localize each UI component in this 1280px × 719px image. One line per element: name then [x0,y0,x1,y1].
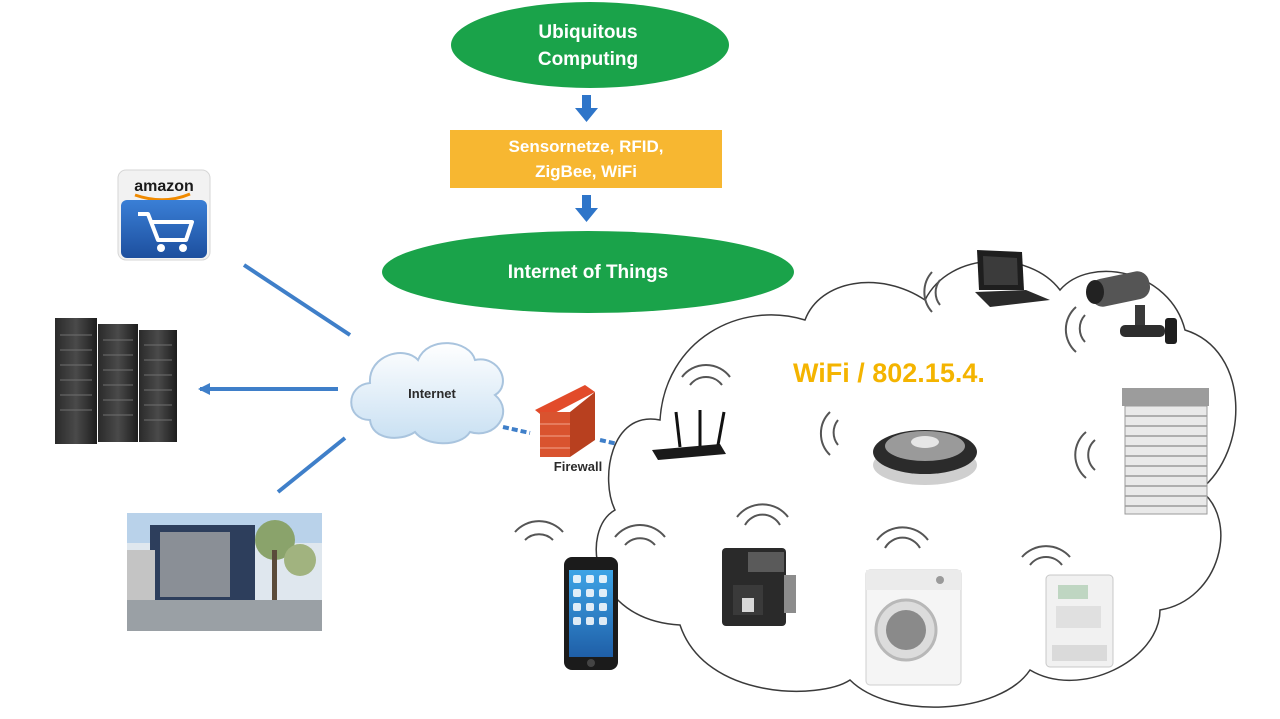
coffee-machine-icon [722,548,796,626]
sensors-line1: Sensornetze, RFID, [509,137,664,156]
smart-meter-icon [1045,574,1114,668]
laptop-icon [975,250,1050,307]
cloud-icon: Internet [350,342,505,445]
ubiquitous-computing-node: Ubiquitous Computing [451,2,729,88]
connector-amazon [242,263,352,337]
wifi-signal-icon [514,271,1096,566]
wifi-network-label: WiFi / 802.15.4. [793,358,985,388]
smartphone-icon [564,557,618,670]
amazon-icon: amazon [117,169,211,261]
amazon-logo-text: amazon [134,178,194,195]
iot-label: Internet of Things [508,262,668,283]
ubiquitous-line1: Ubiquitous [538,22,637,43]
connector-firewall-left [502,425,531,435]
firewall-label: Firewall [554,459,602,474]
arrowhead-servers [198,383,210,395]
connector-building [276,436,347,494]
connector-lines [200,263,636,494]
firewall-icon: Firewall [535,385,602,474]
sensors-node: Sensornetze, RFID, ZigBee, WiFi [450,130,722,188]
window-blind-icon [1122,388,1209,515]
server-rack-icon [55,318,177,444]
arrow-down-1 [575,95,598,122]
sensors-line2: ZigBee, WiFi [535,162,637,181]
robot-vacuum-icon [873,430,977,485]
building-icon [127,513,322,631]
washing-machine-icon [865,569,962,686]
arrow-down-2 [575,195,598,222]
internet-label: Internet [408,386,456,401]
ubiquitous-line2: Computing [538,49,638,70]
internet-of-things-node: Internet of Things [382,231,794,313]
security-camera-icon [1086,271,1177,344]
router-icon [652,410,726,460]
